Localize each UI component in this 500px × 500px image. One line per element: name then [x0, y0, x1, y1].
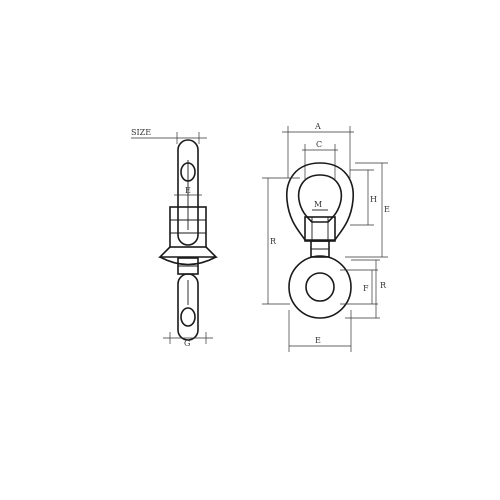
f-label: F: [363, 284, 369, 293]
lower-eye-inner: [305, 272, 335, 302]
e2-label: E: [384, 205, 390, 214]
m-label: M: [314, 200, 322, 209]
bottom-label: E: [315, 336, 321, 345]
lower-eye-outer: [288, 255, 352, 319]
upper-link-section: [180, 162, 196, 182]
side-view: SIZE E G: [131, 128, 218, 348]
upper-eye-outer: [286, 162, 354, 241]
g-label: G: [184, 339, 190, 348]
h-label: H: [370, 195, 377, 204]
lower-link-outline: [177, 273, 199, 341]
len-label: R: [270, 237, 277, 246]
nut-chamfer: [158, 246, 218, 258]
upper-eye-inner: [297, 174, 343, 223]
nut: [169, 206, 207, 248]
a-label: A: [314, 122, 321, 131]
e-label: E: [185, 186, 191, 195]
lower-link-section: [180, 307, 196, 327]
c-label: C: [316, 140, 322, 149]
collar-curve: [159, 256, 217, 266]
size-label: SIZE: [131, 128, 151, 137]
front-view: A C M H E F: [262, 122, 390, 352]
upper-link-outline: [177, 139, 199, 246]
r-label: R: [380, 281, 387, 290]
